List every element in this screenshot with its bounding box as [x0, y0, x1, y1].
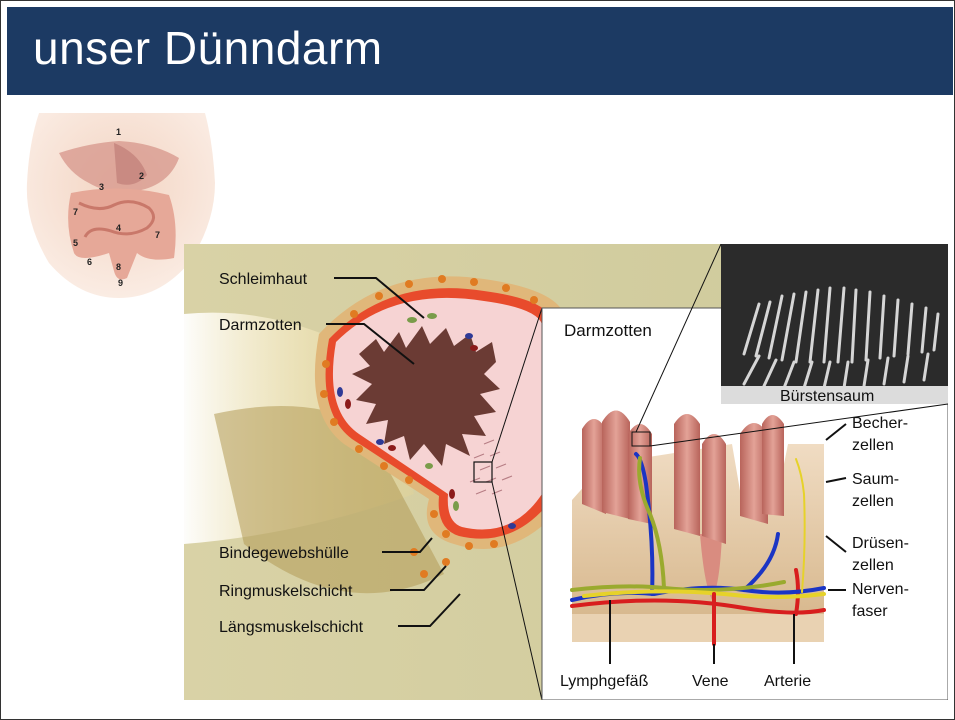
label-bindegewebshuelle: Bindegewebshülle: [219, 545, 349, 562]
torso-num-2: 2: [139, 171, 144, 181]
slide-title: unser Dünndarm: [33, 21, 383, 75]
torso-num-8: 8: [116, 262, 121, 272]
villus-4: [674, 414, 700, 536]
torso-num-6: 6: [87, 257, 92, 267]
label-saum-2: zellen: [852, 493, 894, 510]
label-vene: Vene: [692, 673, 729, 690]
label-becher-2: zellen: [852, 437, 894, 454]
torso-num-1: 1: [116, 127, 121, 137]
label-saum-1: Saum-: [852, 471, 899, 488]
intestine-diagram: Bürstensaum Darmzotten Schleimhaut Darmz…: [184, 244, 948, 700]
label-druesen-1: Drüsen-: [852, 535, 909, 552]
label-druesen-2: zellen: [852, 557, 894, 574]
torso-num-4: 4: [116, 223, 121, 233]
label-schleimhaut: Schleimhaut: [219, 271, 308, 288]
label-ringmuskelschicht: Ringmuskelschicht: [219, 583, 353, 600]
torso-num-7a: 7: [73, 207, 78, 217]
label-nerven-2: faser: [852, 603, 888, 620]
label-laengsmuskelschicht: Längsmuskelschicht: [219, 619, 364, 636]
torso-num-5: 5: [73, 238, 78, 248]
micrograph: [721, 244, 948, 404]
label-arterie: Arterie: [764, 673, 811, 690]
label-becher-1: Becher-: [852, 415, 908, 432]
torso-num-9: 9: [118, 278, 123, 288]
torso-num-3: 3: [99, 182, 104, 192]
inset-title: Darmzotten: [564, 321, 652, 340]
villus-5: [702, 434, 726, 544]
label-lymphgefaess: Lymphgefäß: [560, 673, 649, 690]
title-bar: unser Dünndarm: [7, 7, 953, 95]
micrograph-caption: Bürstensaum: [780, 388, 874, 405]
villus-2: [602, 411, 630, 520]
label-darmzotten: Darmzotten: [219, 317, 302, 334]
torso-num-7b: 7: [155, 230, 160, 240]
label-nerven-1: Nerven-: [852, 581, 909, 598]
